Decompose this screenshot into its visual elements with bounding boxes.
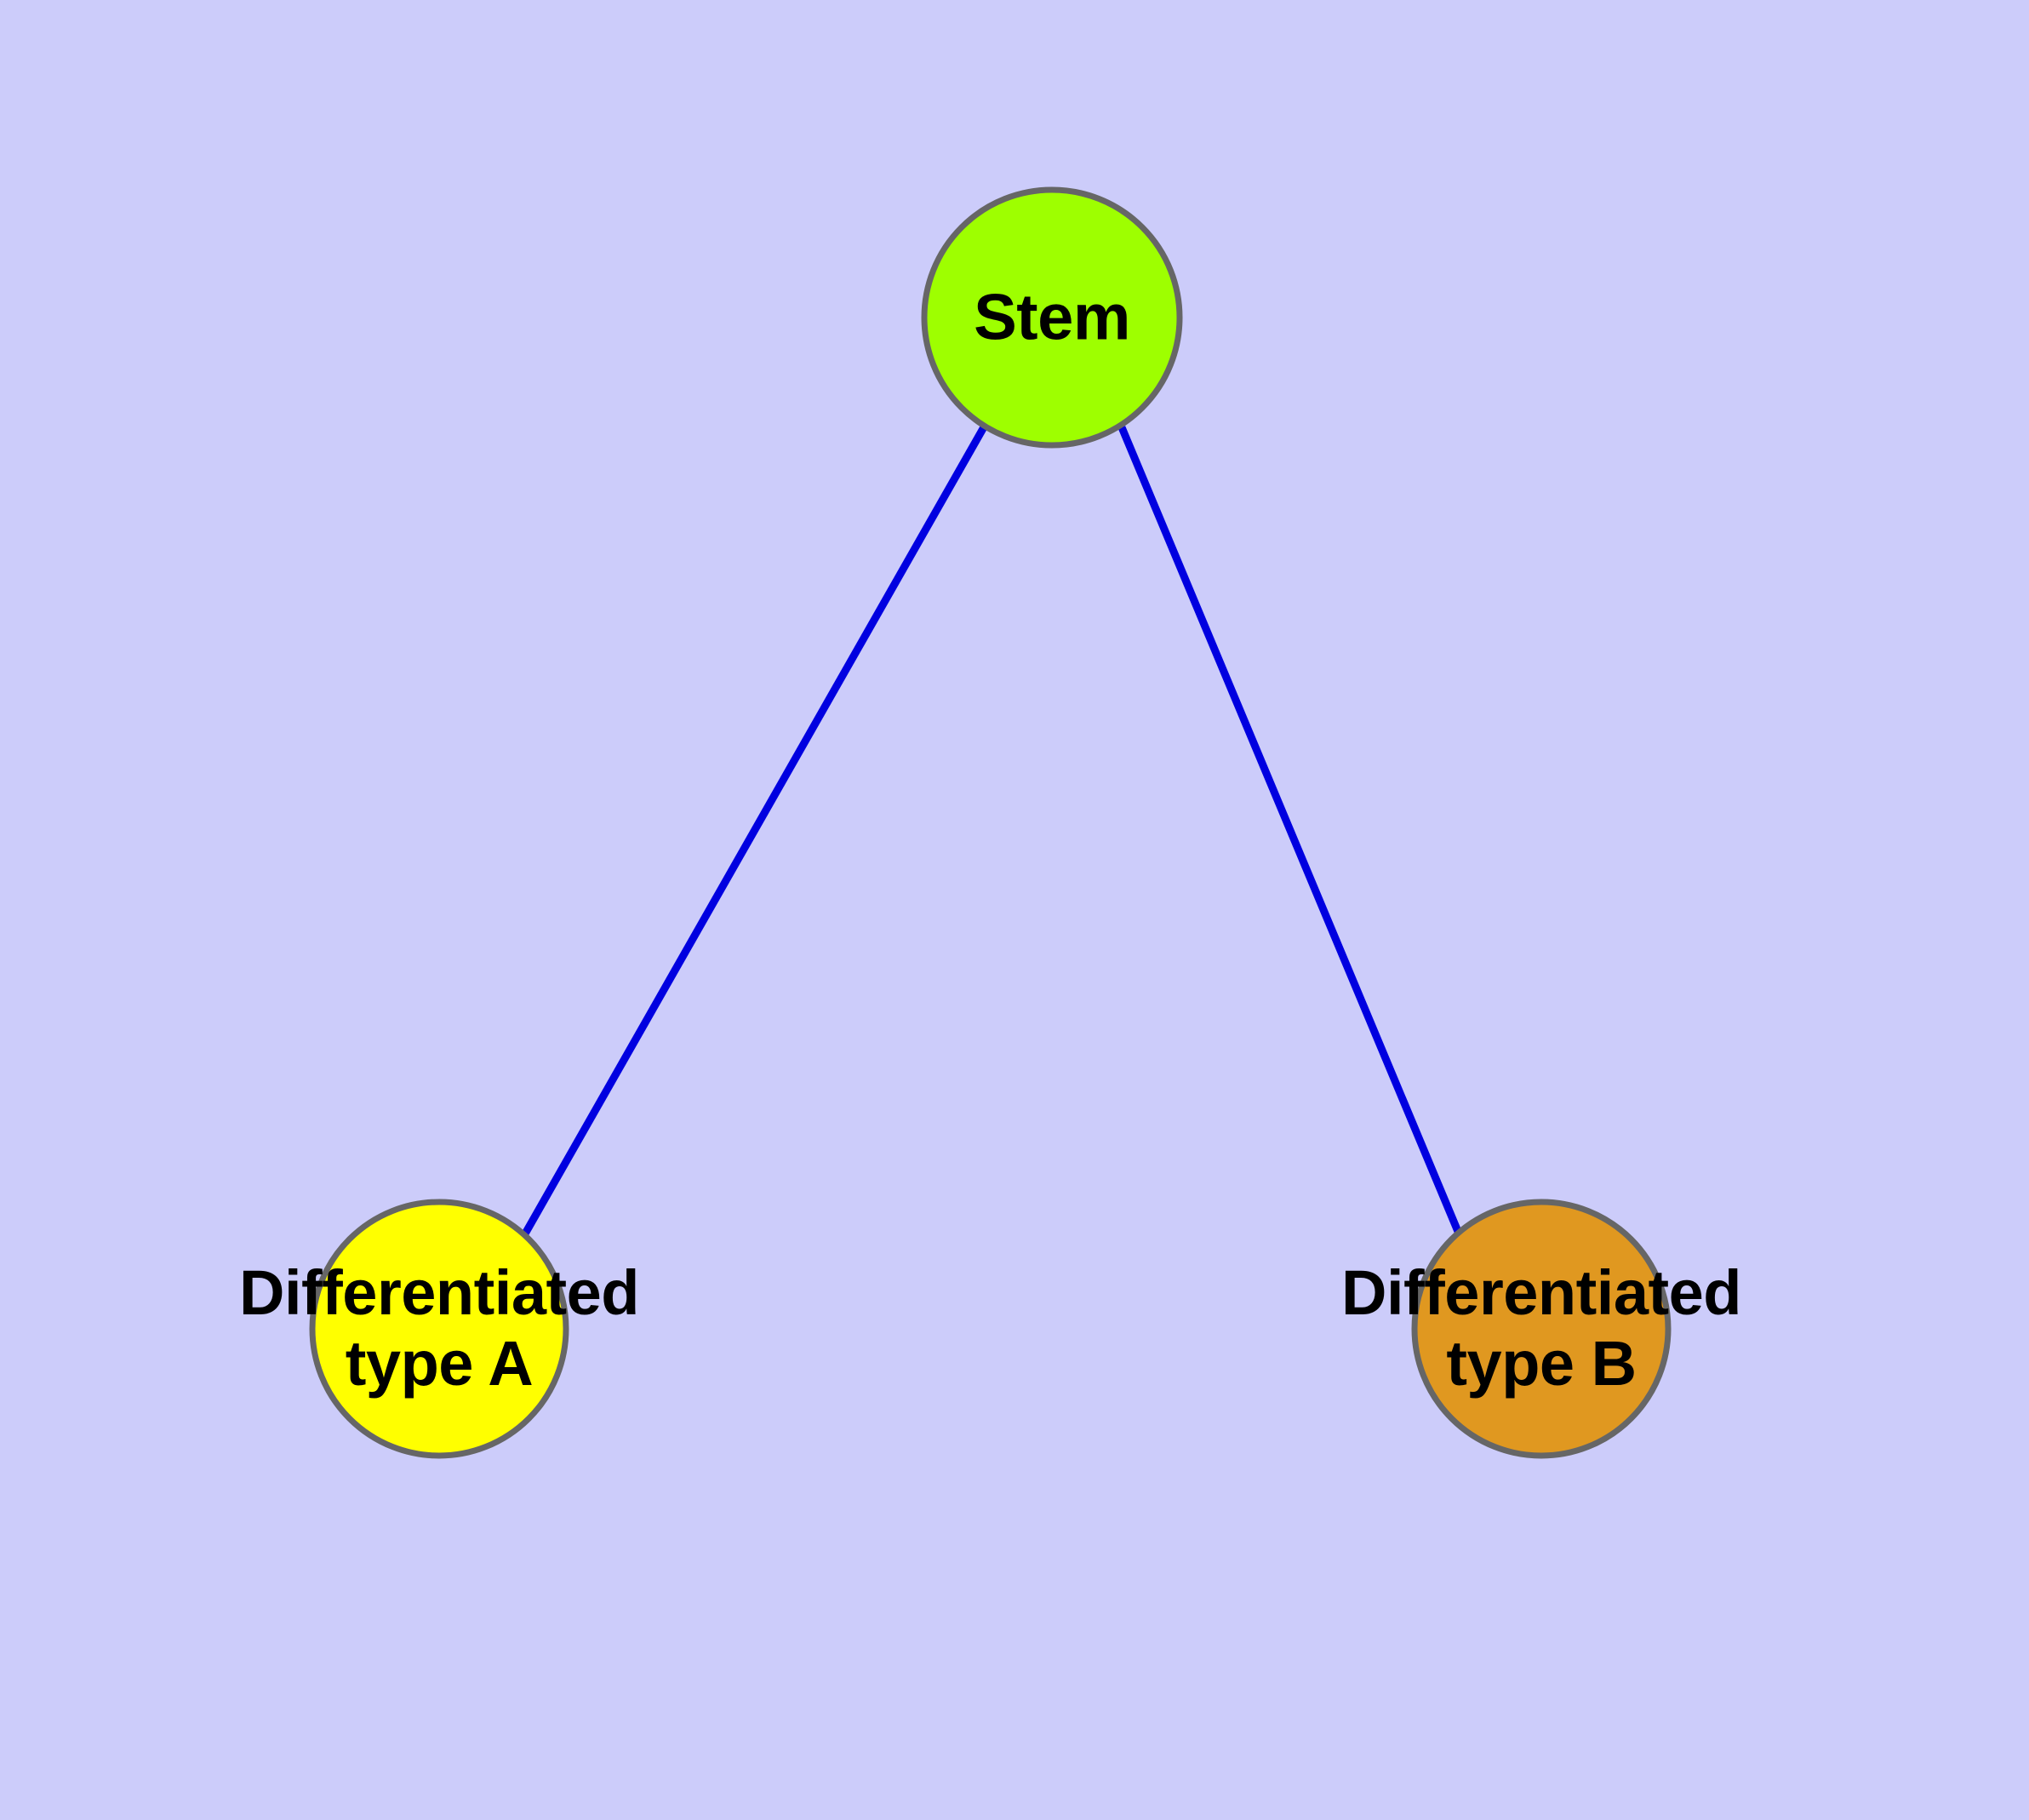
edge-layer (521, 423, 1463, 1238)
node-differentiated-type-b[interactable] (1411, 1199, 1672, 1459)
node-stem[interactable] (921, 186, 1183, 449)
edge-stem-to-differentiated-type-b[interactable] (1117, 426, 1463, 1235)
node-layer (309, 186, 1672, 1459)
edge-stem-to-differentiated-type-a[interactable] (521, 423, 988, 1238)
node-differentiated-type-a[interactable] (309, 1199, 569, 1459)
